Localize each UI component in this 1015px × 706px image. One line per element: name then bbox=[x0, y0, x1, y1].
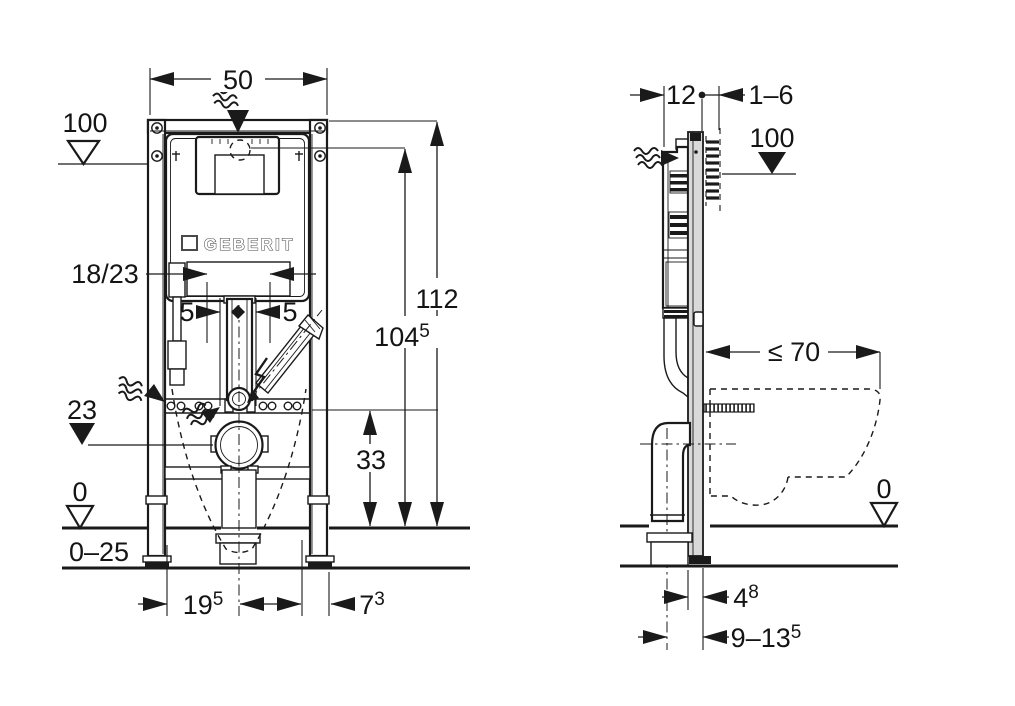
air-in-icon bbox=[112, 375, 148, 405]
level-marker-icon bbox=[65, 139, 102, 166]
frame-rail-profile bbox=[687, 131, 711, 564]
dim-supply-level: 100 bbox=[58, 108, 148, 166]
dim-bottom-offsets: 195 73 bbox=[138, 540, 385, 620]
support-box-lid bbox=[646, 532, 693, 543]
dim-label-finished-floor: 0 bbox=[72, 477, 87, 507]
dim-label-pipe-offset-right: 5 bbox=[282, 297, 297, 327]
dim-label-floor-side: 0 bbox=[876, 474, 891, 504]
dim-label-frame-width: 50 bbox=[223, 65, 253, 95]
center-diamond-icon bbox=[231, 305, 245, 319]
right-leg-joint bbox=[307, 495, 330, 505]
drain-elbow-lid bbox=[215, 533, 261, 544]
dim-label-side-clearance: 73 bbox=[359, 589, 385, 620]
dim-label-outlet-offset: 195 bbox=[183, 589, 224, 620]
dim-label-rail-depth: 48 bbox=[733, 582, 759, 613]
diagonal-pipe bbox=[249, 309, 324, 401]
flush-bend bbox=[662, 307, 690, 399]
concealed-cistern: GEBERIT bbox=[164, 132, 311, 303]
extraction-arrow-icon bbox=[661, 150, 679, 166]
dim-label-outlet-height: 23 bbox=[67, 395, 97, 425]
dim-outlet-height: 23 bbox=[67, 395, 213, 446]
front-view: GEBERIT bbox=[58, 62, 470, 620]
frame-left-rail bbox=[146, 118, 167, 558]
floor-marker-icon bbox=[65, 504, 95, 531]
angle-valve bbox=[167, 340, 187, 370]
plate-fixing bbox=[693, 311, 704, 327]
dim-crossbar-height: 33 bbox=[312, 409, 438, 527]
dim-label-cistern-height: 1045 bbox=[374, 321, 430, 352]
left-leg-joint bbox=[145, 495, 168, 505]
extraction-arrow-icon bbox=[227, 110, 249, 133]
fixing-screw-icon bbox=[151, 122, 326, 162]
dim-bowl-depth: ≤ 70 bbox=[705, 337, 881, 389]
dim-total-height: 112 bbox=[329, 120, 463, 527]
dim-floor-levels: 0 0–25 bbox=[65, 477, 129, 567]
dim-label-finished-wall: 1–6 bbox=[748, 80, 793, 110]
dim-label-drain-offset: 9–135 bbox=[731, 622, 802, 653]
dim-label-floor-buildup: 0–25 bbox=[69, 537, 129, 567]
dim-label-crossbar-height: 33 bbox=[356, 445, 386, 475]
threaded-rod bbox=[703, 403, 755, 413]
dim-supply-level-side: 100 bbox=[722, 123, 796, 175]
dim-cistern-height: 1045 bbox=[251, 147, 439, 527]
frame-internals bbox=[112, 85, 324, 616]
lightning-icon bbox=[247, 357, 268, 403]
drain-elbow bbox=[640, 421, 736, 650]
extraction-port-icon bbox=[229, 139, 251, 161]
dim-service-opening: 18/23 bbox=[71, 259, 316, 343]
dim-bottom-side: 48 9–135 bbox=[638, 568, 801, 653]
cistern-profile bbox=[661, 138, 699, 310]
dim-frame-width: 50 bbox=[149, 62, 328, 115]
dim-label-supply-level-side: 100 bbox=[749, 123, 794, 153]
dim-label-total-height: 112 bbox=[415, 284, 458, 314]
floor-lines bbox=[62, 526, 470, 570]
right-foot bbox=[305, 555, 335, 563]
rail-foot bbox=[689, 556, 711, 564]
vent-slots bbox=[211, 139, 269, 144]
anchor-marks bbox=[172, 151, 303, 161]
floor-lines-side bbox=[620, 524, 898, 568]
supply-connection bbox=[168, 262, 186, 298]
brand-logo-text: GEBERIT bbox=[204, 236, 295, 254]
dim-label-supply-level: 100 bbox=[62, 108, 107, 138]
drain-elbow-box bbox=[219, 542, 257, 565]
flush-valve-box bbox=[214, 154, 265, 195]
bowl-outline-front bbox=[171, 388, 307, 554]
odour-extraction-icon bbox=[633, 147, 663, 169]
brand-logo: GEBERIT bbox=[181, 235, 295, 255]
side-view: 12 1–6 100 ≤ 70 bbox=[620, 80, 899, 653]
finished-wall-section bbox=[705, 128, 721, 212]
dim-label-frame-depth: 12 bbox=[666, 80, 696, 110]
dim-frame-depth: 12 1–6 bbox=[630, 80, 794, 147]
level-marker-filled-icon bbox=[758, 152, 786, 174]
dim-label-bowl-depth: ≤ 70 bbox=[768, 337, 820, 367]
level-marker-filled-icon bbox=[69, 423, 95, 445]
dim-label-pipe-offset-left: 5 bbox=[179, 297, 194, 327]
bowl-outline-side bbox=[709, 388, 881, 506]
dim-floor-level-side: 0 bbox=[869, 474, 899, 529]
dim-label-service-opening: 18/23 bbox=[71, 259, 139, 289]
dim-pipe-offsets: 5 5 bbox=[179, 297, 298, 406]
support-box bbox=[650, 541, 689, 567]
floor-marker-icon bbox=[869, 501, 899, 529]
